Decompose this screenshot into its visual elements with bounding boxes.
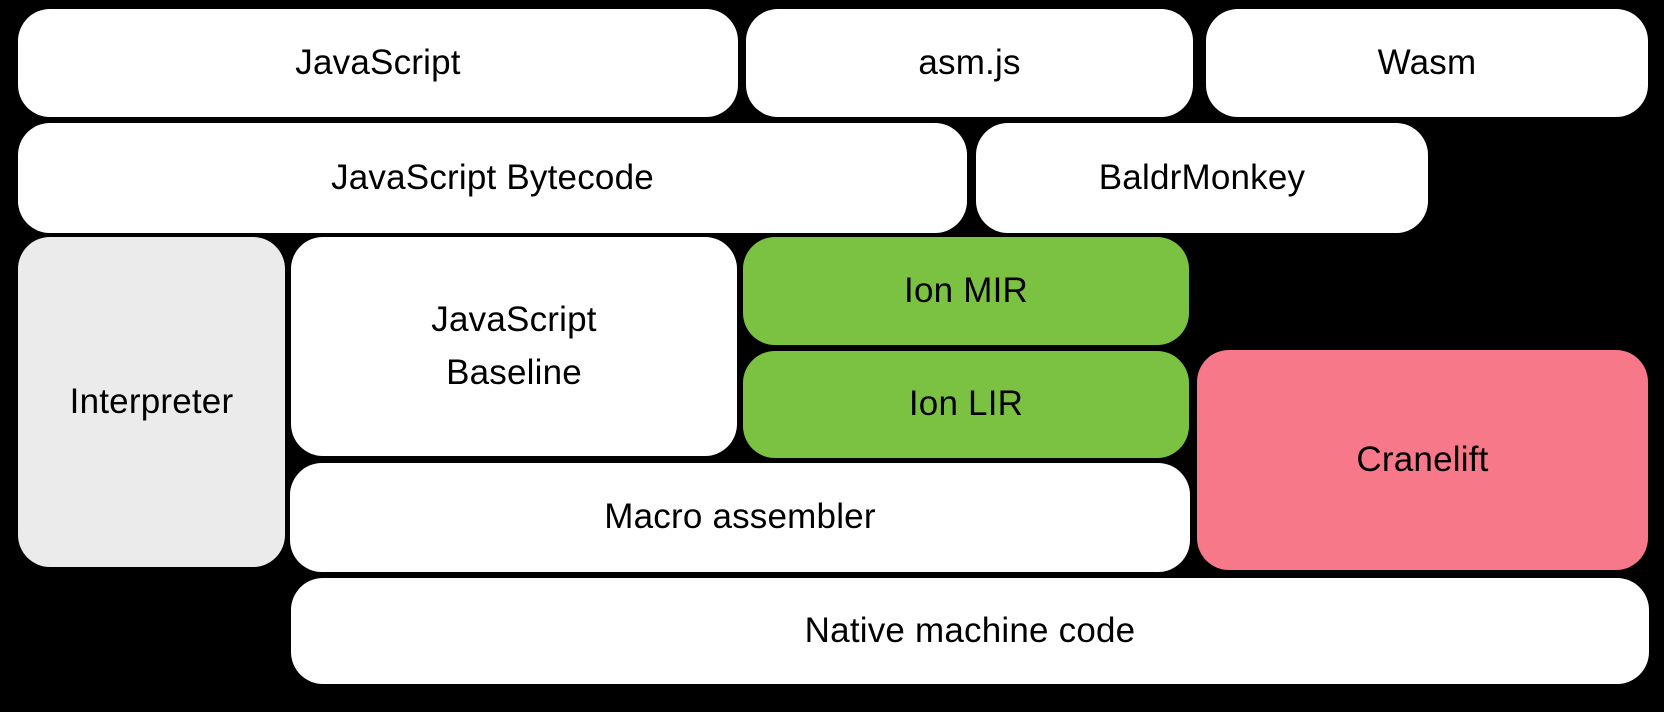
box-javascript-baseline: JavaScript Baseline — [291, 237, 737, 456]
box-baldrmonkey: BaldrMonkey — [976, 123, 1428, 233]
box-interpreter: Interpreter — [18, 237, 285, 567]
box-javascript-bytecode: JavaScript Bytecode — [18, 123, 967, 233]
box-interpreter-label: Interpreter — [69, 381, 234, 421]
box-baldrmonkey-label: BaldrMonkey — [1098, 157, 1306, 197]
box-macro-assembler-label: Macro assembler — [604, 497, 876, 537]
box-ion-lir: Ion LIR — [743, 351, 1189, 458]
box-javascript-baseline-label: JavaScript Baseline — [431, 300, 597, 392]
box-cranelift: Cranelift — [1197, 350, 1648, 570]
box-javascript-bytecode-label: JavaScript Bytecode — [331, 157, 654, 197]
box-asmjs: asm.js — [746, 9, 1193, 117]
box-native-machine-code: Native machine code — [291, 578, 1649, 684]
box-macro-assembler: Macro assembler — [290, 463, 1190, 572]
box-ion-mir: Ion MIR — [743, 237, 1189, 345]
box-javascript: JavaScript — [18, 9, 738, 117]
box-cranelift-label: Cranelift — [1356, 439, 1489, 479]
box-ion-mir-label: Ion MIR — [904, 270, 1028, 310]
box-native-machine-code-label: Native machine code — [804, 610, 1136, 650]
box-wasm-label: Wasm — [1377, 42, 1477, 82]
box-asmjs-label: asm.js — [918, 42, 1021, 82]
box-javascript-label: JavaScript — [295, 42, 461, 82]
box-ion-lir-label: Ion LIR — [908, 384, 1024, 424]
box-wasm: Wasm — [1206, 9, 1648, 117]
